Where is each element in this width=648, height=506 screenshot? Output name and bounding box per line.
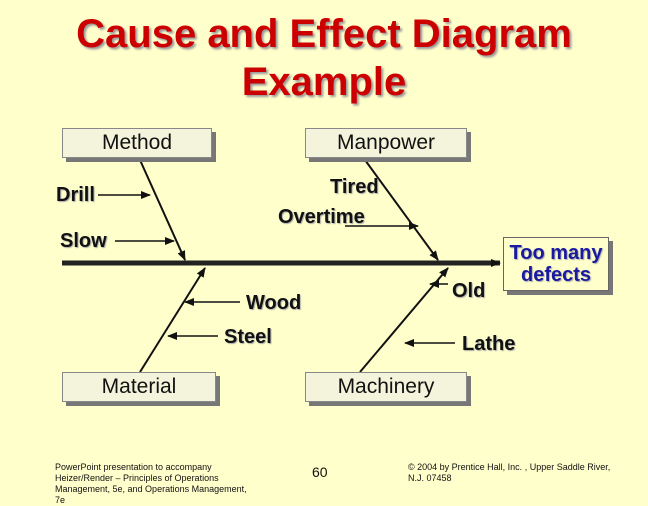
effect-box: Too many defects — [503, 237, 609, 291]
footer-left-line-3: Management, 5e, and Operations Managemen… — [55, 484, 247, 494]
title-line-1: Cause and Effect Diagram — [76, 12, 572, 56]
category-machinery: Machinery — [305, 372, 467, 402]
rib-material — [139, 267, 206, 373]
cause-lathe: Lathe — [462, 333, 516, 355]
cause-tired: Tired — [330, 176, 379, 198]
category-manpower: Manpower — [305, 128, 467, 158]
cause-slow: Slow — [60, 230, 107, 252]
footer-right-line-2: N.J. 07458 — [408, 473, 452, 483]
page-number: 60 — [312, 464, 328, 480]
footer-right: © 2004 by Prentice Hall, Inc. , Upper Sa… — [408, 462, 643, 484]
effect-line-2: defects — [520, 264, 592, 286]
cause-steel: Steel — [224, 326, 272, 348]
footer-left-line-2: Heizer/Render – Principles of Operations — [55, 473, 219, 483]
title-line-2: Example — [241, 60, 407, 104]
footer-right-line-1: © 2004 by Prentice Hall, Inc. , Upper Sa… — [408, 462, 611, 472]
cause-drill: Drill — [56, 184, 95, 206]
cause-old: Old — [452, 280, 486, 302]
effect-line-1: Too many — [509, 242, 603, 264]
footer-left-line-1: PowerPoint presentation to accompany — [55, 462, 212, 472]
footer-left-line-4: 7e — [55, 495, 66, 505]
cause-overtime: Overtime — [278, 206, 365, 228]
category-method: Method — [62, 128, 212, 158]
category-material: Material — [62, 372, 216, 402]
footer-left: PowerPoint presentation to accompany Hei… — [55, 462, 255, 506]
cause-wood: Wood — [246, 292, 302, 314]
rib-method — [139, 159, 186, 261]
rib-manpower — [364, 159, 439, 261]
